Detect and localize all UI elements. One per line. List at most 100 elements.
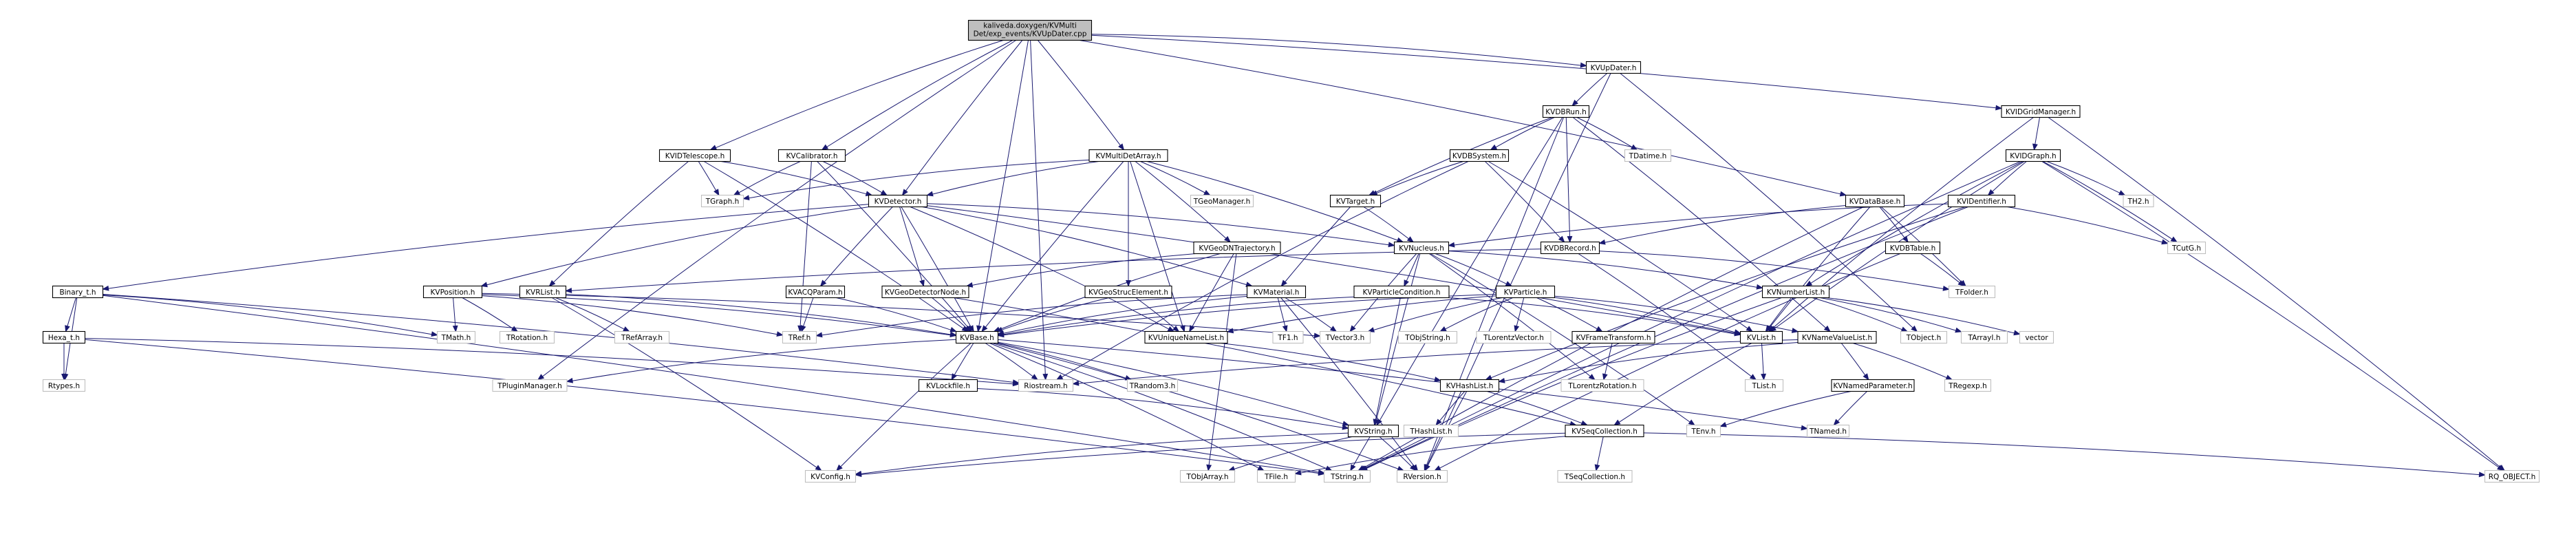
node-box (1179, 469, 1236, 483)
node-kvidgridmanager[interactable]: KVIDGridManager.h (2001, 105, 2081, 118)
edge-arrowhead (836, 464, 843, 472)
edge-arrowhead (1596, 326, 1603, 332)
node-root[interactable]: kaliveda.doxygen/KVMultiDet/exp_events/K… (967, 19, 1093, 41)
node-label: RVersion.h (1403, 473, 1441, 481)
edge-kvlist-to-kvseqcollection (1613, 343, 1752, 426)
node-kvrlist[interactable]: KVRList.h (519, 285, 567, 299)
edge-arrowhead (1349, 325, 1356, 332)
node-kvdbtable[interactable]: KVDBTable.h (1885, 241, 1941, 255)
edge-arrowhead (1055, 374, 1064, 381)
node-label: TEnv.h (1690, 427, 1715, 436)
node-kvdbrun[interactable]: KVDBRun.h (1542, 105, 1590, 118)
node-kvstring[interactable]: KVString.h (1347, 424, 1399, 438)
node-kvacqparam[interactable]: KVACQParam.h (785, 285, 846, 299)
node-label: TArrayI.h (1968, 334, 2001, 342)
edge-kvacqparam-to-kvbase (836, 297, 957, 332)
node-kvdetector[interactable]: KVDetector.h (868, 194, 928, 208)
edge-arrowhead (1734, 329, 1741, 335)
edge-kvbase-to-riostream (985, 343, 1038, 381)
node-kvupdater[interactable]: KVUpDater.h (1585, 61, 1642, 74)
node-label: KVDBSystem.h (1452, 152, 1506, 160)
node-tobjstring: TObjString.h (1397, 330, 1458, 344)
edge-kvidtelescope-to-tgraph (698, 161, 720, 196)
edge-arrowhead (713, 189, 720, 196)
edge-line (803, 297, 814, 327)
edge-kvnucleus-to-kvnumberlist (1448, 251, 1763, 290)
edge-kvdbrun-to-kvdbsystem (1490, 117, 1555, 151)
node-kvseqcollection[interactable]: KVSeqCollection.h (1565, 424, 1644, 438)
node-kvframetransform[interactable]: KVFrameTransform.h (1571, 330, 1655, 344)
edge-kvidtelescope-to-kvrlist (548, 161, 689, 287)
node-kvlist[interactable]: KVList.h (1739, 330, 1783, 344)
edge-kvidgridmanager-to-kvidgraph (2032, 117, 2040, 151)
node-kvmaterial[interactable]: KVMaterial.h (1246, 285, 1307, 299)
node-hexa-t[interactable]: Hexa_t.h (42, 330, 86, 344)
edge-arrowhead (1435, 419, 1442, 426)
node-kvbase[interactable]: KVBase.h (955, 330, 999, 344)
node-tlorentzvector: TLorentzVector.h (1476, 330, 1552, 344)
edge-line (85, 338, 1013, 385)
edge-kvgeodntrajectory-to-kvuniquenamelist (1189, 253, 1234, 332)
edge-arrowhead (566, 377, 574, 383)
edge-arrowhead (2032, 143, 2038, 151)
edge-arrowhead (431, 331, 438, 337)
node-kvparticle[interactable]: KVParticle.h (1495, 285, 1556, 299)
node-kvcalibrator[interactable]: KVCalibrator.h (777, 149, 846, 162)
node-kvgeodntrajectory[interactable]: KVGeoDNTrajectory.h (1193, 241, 1281, 255)
node-box (2001, 105, 2081, 118)
node-vector: vector (2019, 330, 2054, 344)
edge-arrowhead (452, 325, 458, 332)
node-box (1018, 379, 1074, 392)
node-kvhashlist[interactable]: KVHashList.h (1439, 379, 1500, 392)
node-kvidgraph[interactable]: KVIDGraph.h (2005, 149, 2061, 162)
edge-arrowhead (1942, 285, 1950, 291)
node-kvnamedparameter[interactable]: KVNamedParameter.h (1831, 379, 1915, 392)
node-tdatime: TDatime.h (1624, 149, 1672, 162)
node-label: KVDBRun.h (1545, 108, 1586, 116)
node-kvdbsystem[interactable]: KVDBSystem.h (1449, 149, 1510, 162)
node-kvnucleus[interactable]: KVNucleus.h (1393, 241, 1450, 255)
edge-kvnamevaluelist-to-tregexp (1852, 343, 1953, 381)
edge-arrowhead (1031, 374, 1038, 381)
edge-line (1091, 34, 1581, 66)
node-label: TRefArray.h (621, 334, 663, 342)
edge-kvdbrecord-to-tfolder (1599, 251, 1950, 291)
edge-arrowhead (819, 279, 827, 287)
edge-line (2046, 161, 2121, 193)
node-label: TRegexp.h (1948, 382, 1987, 390)
edge-line (1003, 296, 1355, 335)
node-kvmultidetarray[interactable]: KVMultiDetArray.h (1088, 149, 1168, 162)
edge-kvposition-to-kvbase (482, 294, 957, 338)
node-kvdatabase[interactable]: KVDataBase.h (1845, 194, 1905, 208)
node-kvdbrecord[interactable]: KVDBRecord.h (1540, 241, 1600, 255)
node-label: kaliveda.doxygen/KVMulti (983, 22, 1077, 30)
node-binary-t[interactable]: Binary_t.h (52, 285, 104, 299)
node-kvgeodetectornode[interactable]: KVGeoDetectorNode.h (881, 285, 969, 299)
edge-arrowhead (1434, 465, 1441, 472)
node-box (2019, 330, 2054, 344)
edge-kvnucleus-to-tlorentzrotation (1428, 253, 1596, 381)
node-kvnamevaluelist[interactable]: KVNameValueList.h (1797, 330, 1877, 344)
node-kvgeostrucelement[interactable]: KVGeoStrucElement.h (1084, 285, 1172, 299)
node-box (2123, 194, 2154, 208)
node-kvlockfile[interactable]: KVLockfile.h (918, 379, 978, 392)
node-label: KVGeoStrucElement.h (1088, 288, 1168, 297)
edge-line (1879, 207, 1905, 238)
edge-kvdbsystem-to-kvdbrecord (1485, 161, 1565, 243)
node-kvidentifier[interactable]: KVIDentifier.h (1947, 194, 2016, 208)
node-kvparticlecondition[interactable]: KVParticleCondition.h (1353, 285, 1450, 299)
node-kvnumberlist[interactable]: KVNumberList.h (1761, 285, 1830, 299)
edge-line (905, 40, 1023, 191)
edge-arrowhead (1434, 377, 1441, 382)
edge-kvnamevaluelist-to-kvnamedparameter (1840, 343, 1869, 381)
node-label: KVTarget.h (1336, 198, 1375, 206)
node-kvtarget[interactable]: KVTarget.h (1329, 194, 1382, 208)
node-kvidtelescope[interactable]: KVIDTelescope.h (658, 149, 731, 162)
edge-line (1597, 436, 1604, 465)
node-box (1540, 241, 1600, 255)
node-label: TObject.h (1906, 334, 1942, 342)
edge-kvnucleus-to-tenv (1430, 253, 1696, 426)
node-kvposition[interactable]: KVPosition.h (422, 285, 483, 299)
edge-line (486, 207, 870, 286)
node-kvuniquenamelist[interactable]: KVUniqueNameList.h (1144, 330, 1228, 344)
